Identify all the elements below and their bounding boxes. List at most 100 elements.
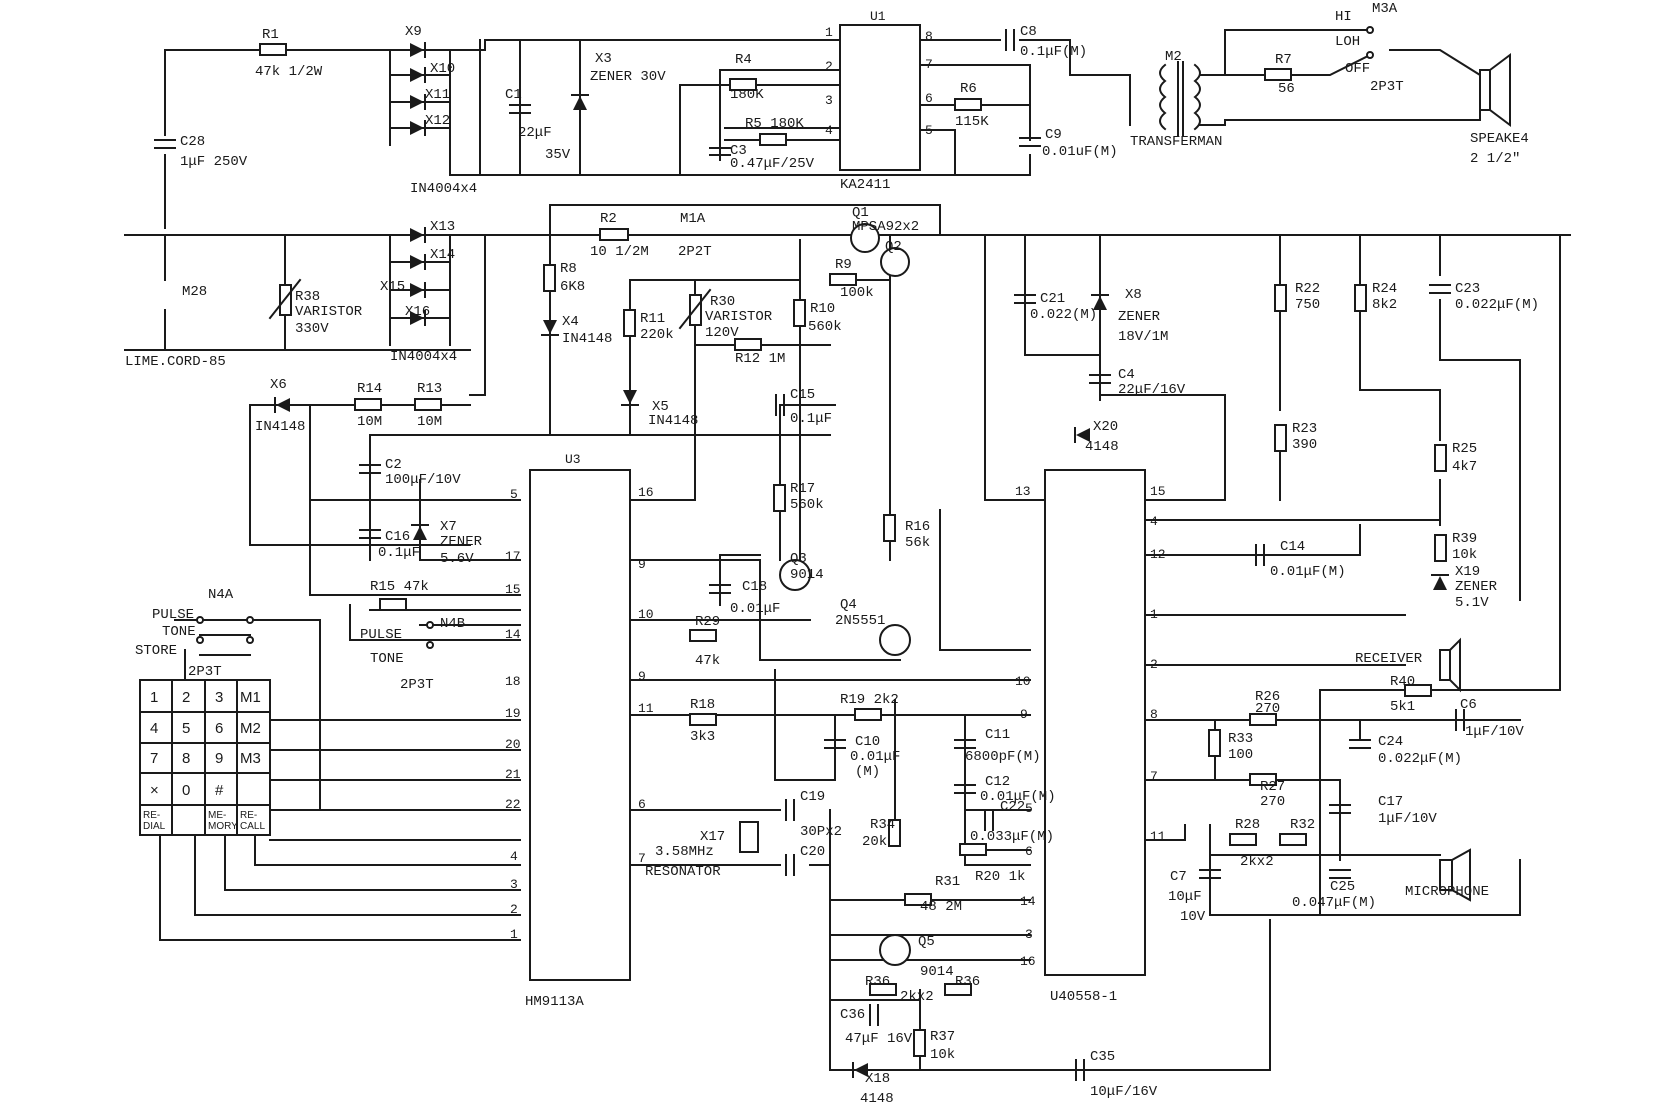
svg-text:390: 390 — [1292, 437, 1317, 453]
svg-text:C20: C20 — [800, 844, 825, 860]
svg-text:LIME.CORD-85: LIME.CORD-85 — [125, 354, 226, 370]
svg-text:R26: R26 — [1255, 689, 1280, 705]
svg-text:R20 1k: R20 1k — [975, 869, 1025, 885]
svg-text:100: 100 — [1228, 747, 1253, 763]
svg-text:0.01μF(M): 0.01μF(M) — [1270, 564, 1346, 580]
c19 — [785, 799, 795, 821]
svg-text:R25: R25 — [1452, 441, 1477, 457]
key-m2: M2 — [240, 720, 261, 737]
svg-text:10M: 10M — [357, 414, 382, 430]
svg-text:TONE: TONE — [162, 624, 196, 640]
svg-text:5: 5 — [925, 123, 933, 138]
svg-text:6: 6 — [1025, 844, 1033, 859]
r28 — [1229, 833, 1257, 846]
svg-text:2P3T: 2P3T — [1370, 79, 1404, 95]
r37 — [913, 1029, 926, 1057]
svg-text:R33: R33 — [1228, 731, 1253, 747]
svg-text:X14: X14 — [430, 247, 455, 263]
svg-text:C12: C12 — [985, 774, 1010, 790]
key-hash: # — [215, 782, 224, 799]
svg-text:120V: 120V — [705, 325, 739, 341]
svg-text:2N5551: 2N5551 — [835, 613, 885, 629]
r24 — [1354, 284, 1367, 312]
key-4: 4 — [150, 720, 158, 737]
u3-label: U3 — [565, 452, 581, 467]
svg-text:X12: X12 — [425, 113, 450, 129]
r34 — [888, 819, 901, 847]
r6 — [954, 98, 982, 111]
r13 — [414, 398, 442, 411]
diodes — [274, 42, 1449, 1078]
svg-text:X7: X7 — [440, 519, 457, 535]
svg-text:17: 17 — [505, 549, 521, 564]
r7 — [1264, 68, 1292, 81]
svg-text:IN4148: IN4148 — [562, 331, 612, 347]
svg-text:R13: R13 — [417, 381, 442, 397]
svg-text:X13: X13 — [430, 219, 455, 235]
svg-text:1μF/10V: 1μF/10V — [1465, 724, 1524, 740]
svg-text:R34: R34 — [870, 817, 895, 833]
svg-text:2 1/2": 2 1/2" — [1470, 151, 1520, 167]
svg-text:OFF: OFF — [1345, 61, 1370, 77]
svg-text:C11: C11 — [985, 727, 1010, 743]
c6 — [1455, 709, 1465, 731]
r29 — [689, 629, 717, 642]
svg-text:14: 14 — [1020, 894, 1036, 909]
svg-text:0.1μF(M): 0.1μF(M) — [1020, 44, 1087, 60]
svg-text:C19: C19 — [800, 789, 825, 805]
r10 — [793, 299, 806, 327]
svg-text:7: 7 — [925, 57, 933, 72]
svg-text:Q4: Q4 — [840, 597, 857, 613]
x17-crystal — [739, 821, 759, 853]
svg-text:2: 2 — [825, 59, 833, 74]
svg-text:47k: 47k — [695, 653, 720, 669]
svg-text:1: 1 — [825, 25, 833, 40]
svg-text:C3: C3 — [730, 143, 747, 159]
svg-text:0.1μF: 0.1μF — [790, 411, 832, 427]
svg-text:22: 22 — [505, 797, 521, 812]
svg-text:C21: C21 — [1040, 291, 1065, 307]
c7 — [1199, 869, 1221, 879]
svg-text:R31: R31 — [935, 874, 960, 890]
svg-text:10k: 10k — [930, 1047, 955, 1063]
r2 — [599, 228, 629, 241]
svg-text:6: 6 — [638, 797, 646, 812]
svg-text:VARISTOR: VARISTOR — [705, 309, 773, 325]
svg-text:20k: 20k — [862, 834, 887, 850]
svg-text:2kx2: 2kx2 — [1240, 854, 1274, 870]
mic-head — [1451, 848, 1471, 902]
r32 — [1279, 833, 1307, 846]
svg-text:LOH: LOH — [1335, 34, 1360, 50]
svg-text:R39: R39 — [1452, 531, 1477, 547]
speaker-cone — [1489, 53, 1511, 127]
svg-text:N4B: N4B — [440, 616, 465, 632]
svg-text:35V: 35V — [545, 147, 571, 163]
transistors — [779, 223, 911, 966]
svg-text:R19 2k2: R19 2k2 — [840, 692, 899, 708]
r33 — [1208, 729, 1221, 757]
c10 — [824, 739, 846, 749]
svg-text:Q5: Q5 — [918, 934, 935, 950]
svg-text:SPEAKE4: SPEAKE4 — [1470, 131, 1529, 147]
svg-text:10: 10 — [638, 607, 654, 622]
component-labels: R1 47k 1/2W X9 X10 X11 X12 IN4004x4 C1 2… — [125, 1, 1539, 1107]
svg-text:X5: X5 — [652, 399, 669, 415]
c8 — [1005, 29, 1015, 51]
svg-text:0.01μF(M): 0.01μF(M) — [980, 789, 1056, 805]
svg-text:ZENER 30V: ZENER 30V — [590, 69, 666, 85]
svg-text:X20: X20 — [1093, 419, 1118, 435]
svg-text:R22: R22 — [1295, 281, 1320, 297]
svg-text:X6: X6 — [270, 377, 287, 393]
svg-text:10μF: 10μF — [1168, 889, 1202, 905]
svg-text:R7: R7 — [1275, 52, 1292, 68]
c14 — [1255, 544, 1265, 566]
svg-text:C8: C8 — [1020, 24, 1037, 40]
svg-text:2: 2 — [1150, 657, 1158, 672]
svg-text:4: 4 — [510, 849, 518, 864]
svg-text:C28: C28 — [180, 134, 205, 150]
svg-text:PULSE: PULSE — [360, 627, 402, 643]
svg-text:X11: X11 — [425, 87, 450, 103]
svg-text:C25: C25 — [1330, 879, 1355, 895]
svg-text:R15 47k: R15 47k — [370, 579, 429, 595]
svg-text:5: 5 — [1025, 801, 1033, 816]
